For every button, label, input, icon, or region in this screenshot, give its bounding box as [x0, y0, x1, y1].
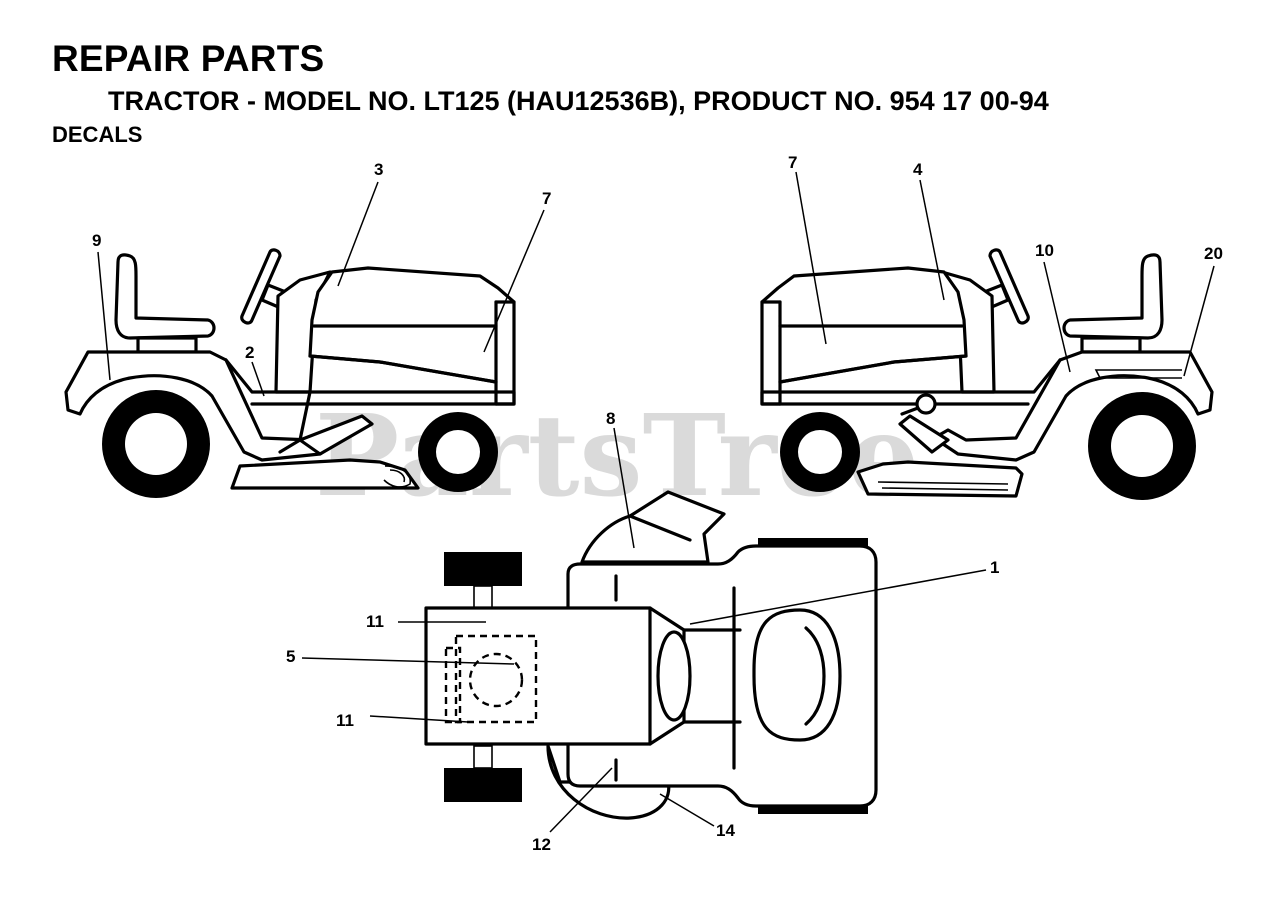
- callout-7-left: 7: [542, 189, 551, 208]
- mower-deck-right: [856, 460, 1024, 498]
- steering-wheel-right: [988, 248, 1030, 325]
- pedal-knob-right: [915, 393, 937, 415]
- callout-11-top: 11: [366, 612, 384, 631]
- hood-left: [308, 266, 516, 406]
- callout-12: 12: [532, 835, 551, 854]
- callout-2: 2: [245, 343, 254, 362]
- callout-7-right: 7: [788, 153, 797, 172]
- discharge-chute: [580, 490, 726, 564]
- callout-1: 1: [990, 558, 999, 577]
- page-subtitle: TRACTOR - MODEL NO. LT125 (HAU12536B), P…: [108, 86, 1049, 116]
- steering-wheel-left: [240, 248, 282, 325]
- tractor-right-view: [760, 248, 1214, 500]
- front-tire-top: [444, 552, 522, 586]
- hood-right: [760, 266, 968, 406]
- callout-3: 3: [374, 160, 383, 179]
- battery-outline: [454, 634, 538, 724]
- seat-left: [114, 253, 216, 340]
- callout-9: 9: [92, 231, 101, 250]
- rear-fender-right: [932, 350, 1214, 462]
- tractor-top-view: [424, 490, 878, 820]
- tractor-left-view: [64, 248, 516, 498]
- callout-leaders: [97, 171, 1215, 833]
- callout-10: 10: [1035, 241, 1054, 260]
- callout-20: 20: [1204, 244, 1223, 263]
- hood-top: [424, 606, 686, 746]
- callout-4: 4: [913, 160, 923, 179]
- steering-hub-top: [656, 630, 692, 722]
- section-heading: DECALS: [52, 122, 143, 147]
- callout-14: 14: [716, 821, 735, 840]
- front-tire-bottom: [444, 768, 522, 802]
- mower-deck-left: [230, 458, 420, 490]
- callout-8: 8: [606, 409, 615, 428]
- callout-5: 5: [286, 647, 295, 666]
- callout-labels: 3 7 9 2 7 4 10 20 8 1 11 5 11 12 14: [92, 153, 1223, 854]
- seat-top: [752, 608, 842, 742]
- seat-right: [1062, 253, 1164, 340]
- callout-11-bottom: 11: [336, 711, 354, 730]
- page-title: REPAIR PARTS: [52, 38, 325, 79]
